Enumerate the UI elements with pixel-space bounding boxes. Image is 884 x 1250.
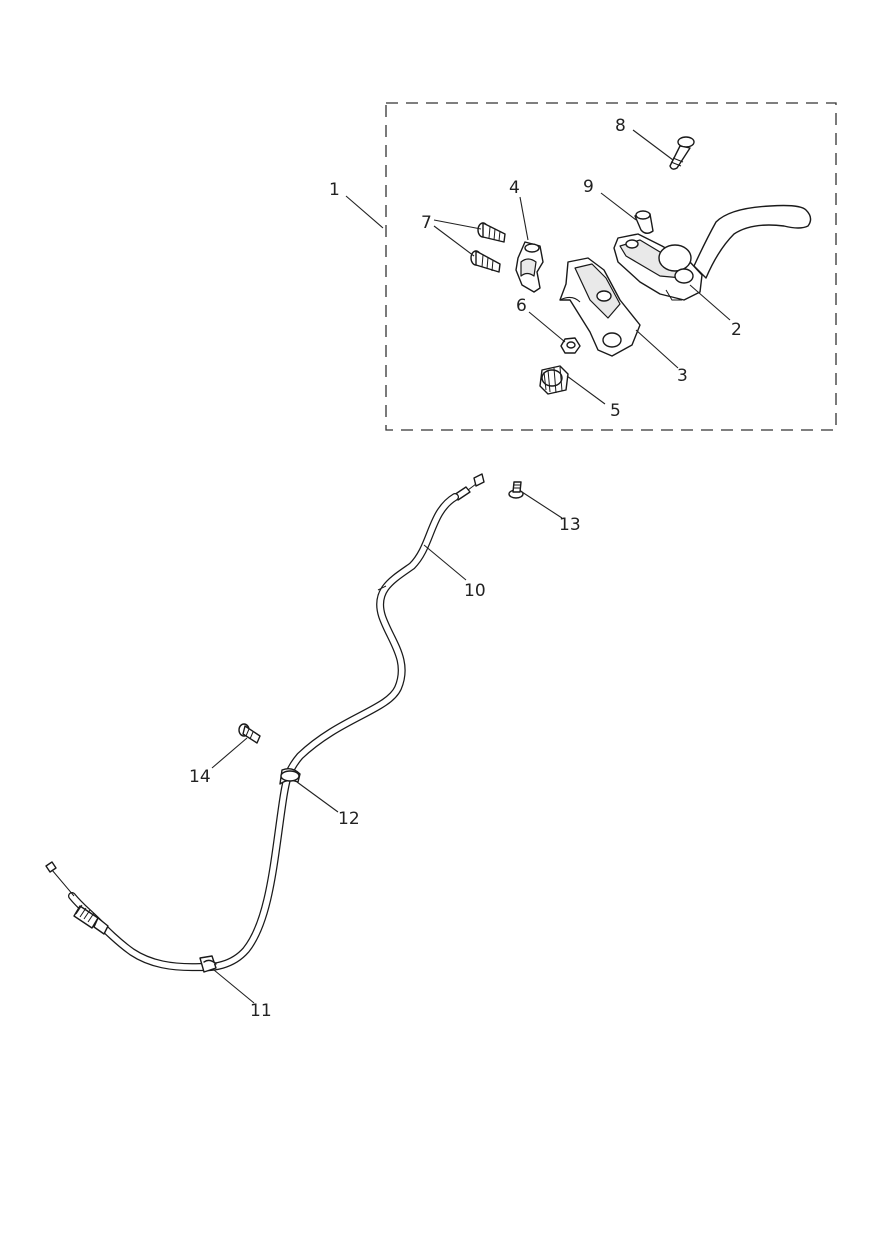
callout-9: 9: [583, 177, 594, 197]
callout-5: 5: [610, 401, 621, 421]
part-5-adjuster[interactable]: [539, 365, 569, 395]
leader-lines: [211, 129, 731, 1004]
callout-10: 10: [464, 581, 486, 601]
callout-13: 13: [559, 515, 581, 535]
part-14-screw[interactable]: [238, 723, 261, 744]
part-12-cable-grommet[interactable]: [279, 767, 301, 785]
part-7-screw-lower[interactable]: [470, 250, 501, 273]
callout-6: 6: [516, 296, 527, 316]
part-2-lever[interactable]: [613, 204, 812, 301]
part-3-lever-housing[interactable]: [559, 257, 641, 357]
callout-4: 4: [509, 178, 520, 198]
callout-3: 3: [677, 366, 688, 386]
callout-14: 14: [189, 767, 211, 787]
callout-12: 12: [338, 809, 360, 829]
callout-1: 1: [329, 180, 340, 200]
callout-11: 11: [250, 1001, 272, 1021]
callout-8: 8: [615, 116, 626, 136]
part-4-clamp[interactable]: [515, 241, 544, 293]
callout-labels: 1 2 3 4 5 6 7 8 9 10 11 12 13 14: [189, 116, 742, 1021]
part-11-cable-clip[interactable]: [199, 955, 217, 973]
part-13-screw[interactable]: [508, 481, 524, 499]
part-6-nut[interactable]: [560, 337, 581, 354]
part-7-screw-upper[interactable]: [477, 222, 506, 243]
callout-7: 7: [421, 213, 432, 233]
assembly-box: [385, 102, 837, 431]
part-9-bush[interactable]: [634, 210, 654, 234]
callout-2: 2: [731, 320, 742, 340]
part-8-bolt[interactable]: [669, 136, 695, 170]
part-10-clutch-cable[interactable]: [45, 473, 485, 972]
